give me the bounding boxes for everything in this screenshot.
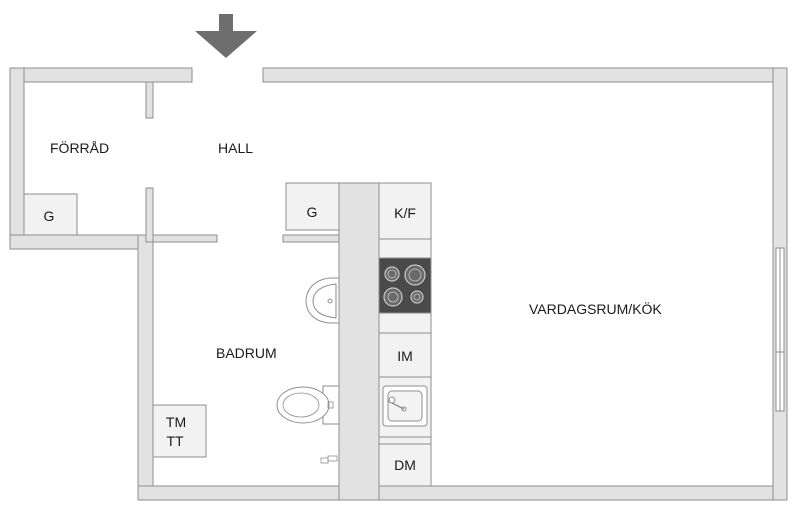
counter-segment-3 <box>378 436 432 445</box>
partition-storage-lower <box>145 187 154 243</box>
wall-top-right <box>262 67 788 83</box>
walls <box>9 67 788 501</box>
hall-closet <box>285 182 340 231</box>
wall-bottom <box>137 485 788 501</box>
counter-segment-2 <box>378 312 432 334</box>
washer-dryer <box>152 404 207 458</box>
fridge-freezer-label: K/F <box>394 205 416 221</box>
washer-label: TM <box>166 414 186 430</box>
fridge-freezer <box>378 182 432 240</box>
storage-closet <box>23 193 78 236</box>
room-label-hall: HALL <box>218 140 253 156</box>
microwave <box>378 332 432 378</box>
kitchen-counter <box>378 182 432 487</box>
wall-bath-top-left <box>152 234 218 243</box>
microwave-label: IM <box>397 348 413 364</box>
counter-segment-1 <box>378 238 432 259</box>
stove-burners-icon <box>383 264 426 307</box>
partition-bath-kitchen <box>338 182 380 501</box>
partition-storage-upper <box>145 81 154 119</box>
dishwasher <box>378 443 432 487</box>
entrance-arrow-icon <box>195 14 257 58</box>
room-label-bathroom: BADRUM <box>216 345 277 361</box>
window <box>775 247 785 412</box>
stove <box>378 257 432 314</box>
wall-bath-left <box>137 234 154 501</box>
hall-closet-label: G <box>307 204 318 220</box>
kitchen-sink-icon <box>382 385 428 427</box>
shower-icon <box>320 455 338 464</box>
room-label-living-kitchen: VARDAGSRUM/KÖK <box>529 300 662 317</box>
washbasin-icon <box>305 277 340 324</box>
toilet-icon <box>276 385 340 425</box>
room-label-storage: FÖRRÅD <box>50 139 109 156</box>
wall-bath-top-right <box>282 234 341 243</box>
wall-storage-bottom <box>9 234 154 250</box>
dryer-label: TT <box>166 433 184 449</box>
storage-closet-label: G <box>44 208 55 224</box>
wall-top-left <box>9 67 193 83</box>
dishwasher-label: DM <box>394 457 416 473</box>
wall-left <box>9 67 25 250</box>
